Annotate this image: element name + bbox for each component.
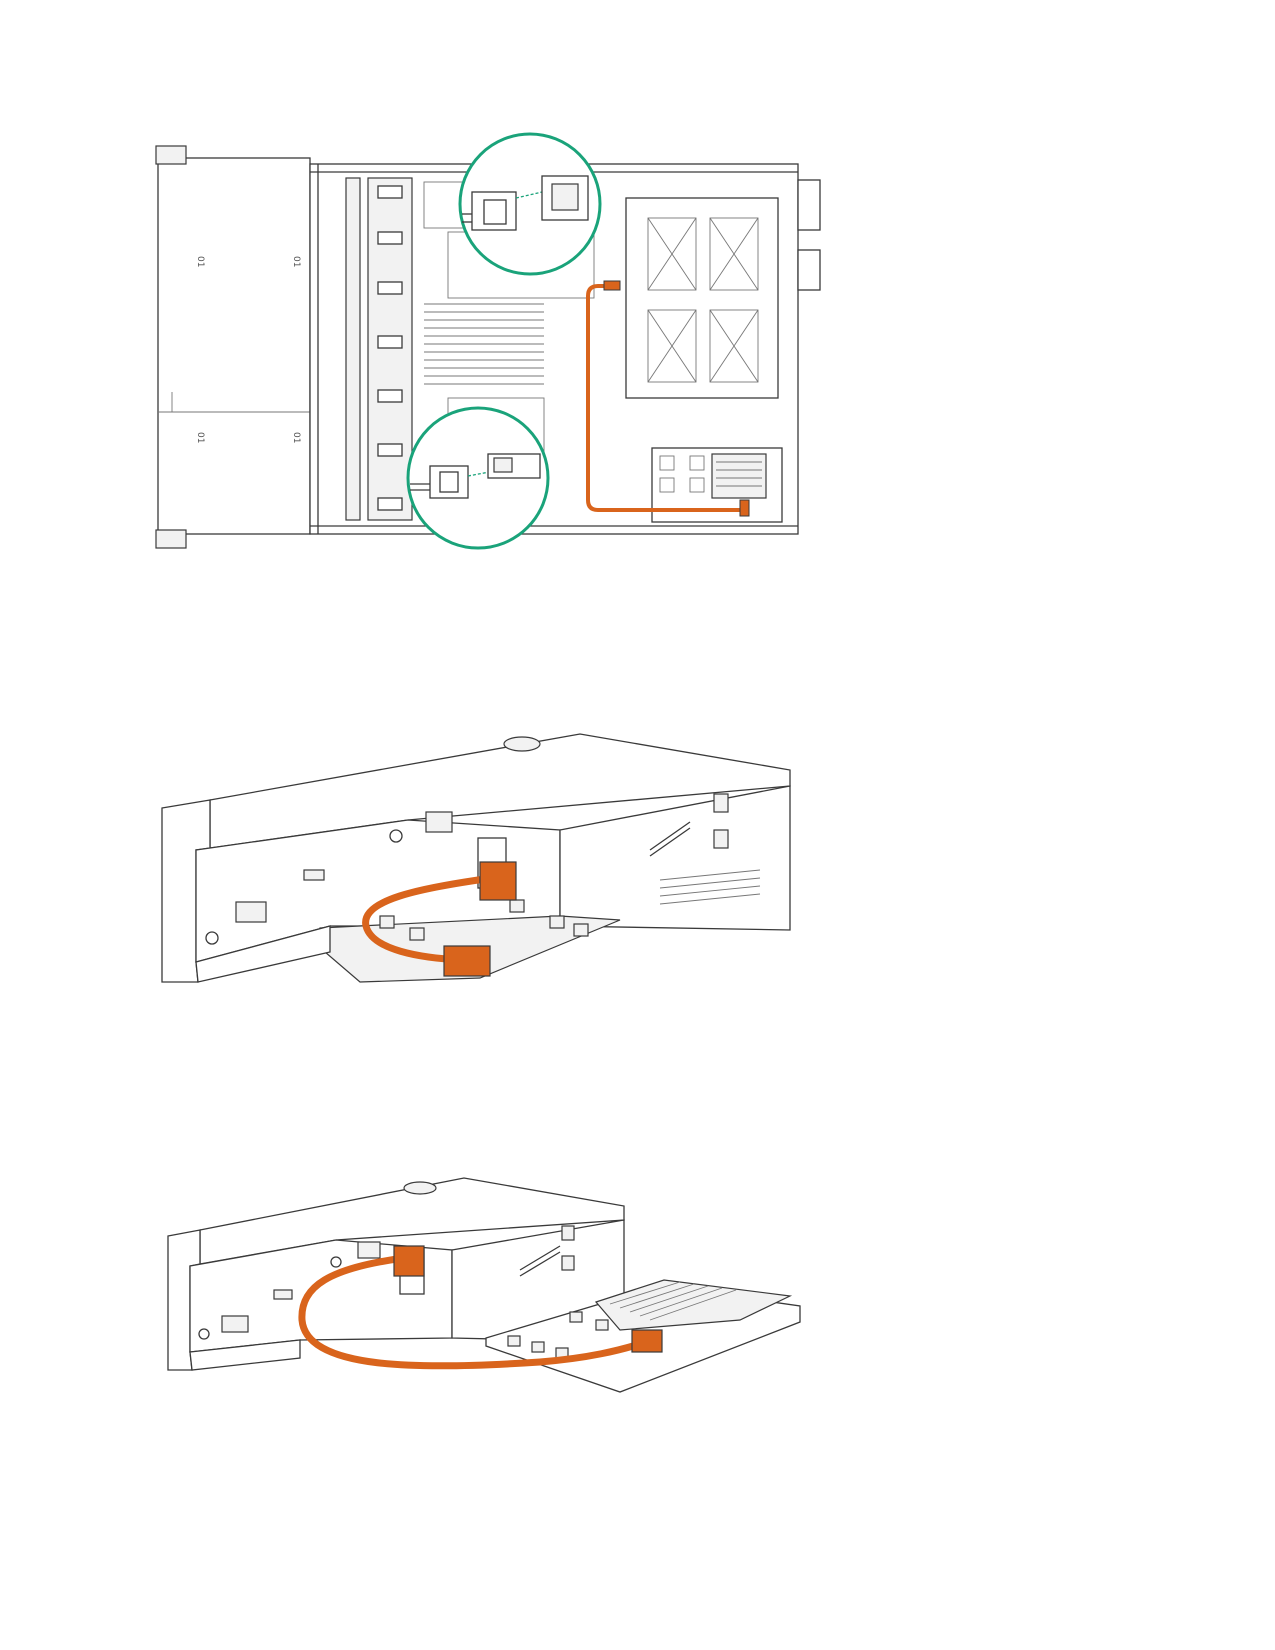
long-cable [298, 1245, 663, 1370]
fan-modules [377, 185, 403, 511]
riser-cage-view-1 [0, 720, 1275, 1050]
callout-top [458, 132, 602, 276]
riser-cage-body-2 [167, 1177, 625, 1371]
chassis-top-view-svg: 01 01 01 01 [155, 132, 821, 550]
bay-label-4: 01 [291, 432, 301, 443]
long-cable-connector-card [631, 1329, 663, 1353]
cable-end-a [603, 280, 621, 291]
riser-cage-body [161, 733, 791, 983]
memory-slots [424, 303, 544, 385]
front-drive-cage: 01 01 01 01 [155, 145, 311, 549]
power-supply-1 [797, 179, 821, 231]
bay-label-1: 01 [195, 256, 205, 267]
riser-cage-view-2 [0, 1170, 1275, 1460]
riser-cage-view-1-svg [161, 733, 791, 983]
heatsink-fins [609, 1281, 737, 1321]
cable-connector-lower [443, 945, 491, 977]
cable-route [586, 280, 750, 517]
power-supply-2 [797, 249, 821, 291]
internal-cable [362, 861, 517, 977]
chassis-top-view: 01 01 01 01 [0, 0, 1275, 580]
cable-end-b [739, 499, 750, 517]
riser-cage [625, 197, 779, 399]
bay-label-2: 01 [291, 256, 301, 267]
bay-label-3: 01 [195, 432, 205, 443]
callout-bottom [406, 406, 550, 550]
vent-grid [659, 869, 761, 905]
long-cable-connector-riser [393, 1245, 425, 1277]
riser-cage-view-2-svg [167, 1177, 801, 1393]
cable-connector-upper [479, 861, 517, 901]
